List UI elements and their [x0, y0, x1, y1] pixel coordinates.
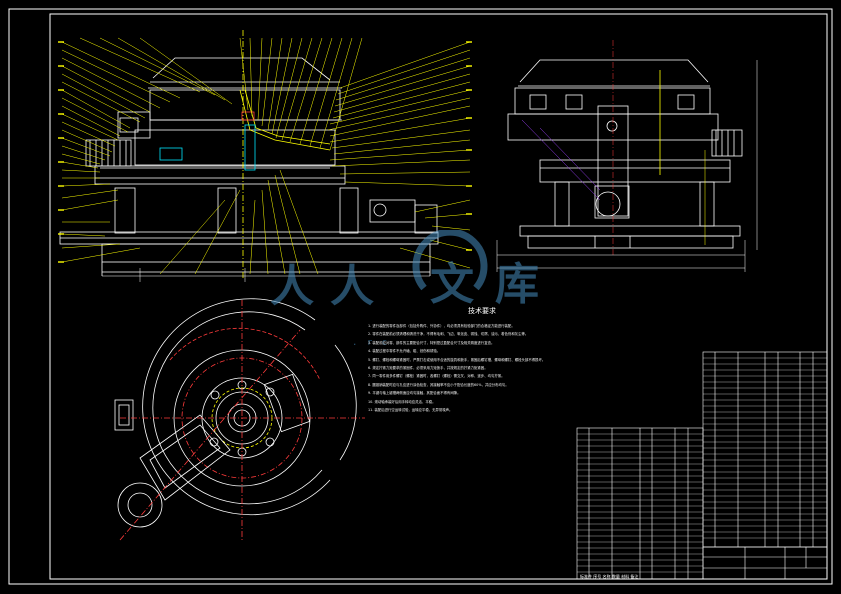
requirement-item: 8. 圆锥销装配时应与孔应进行涂色检查，其接触率不应小于配合长度的60%，并应分…: [368, 382, 509, 387]
title-block: [702, 546, 828, 580]
requirement-item: 10. 滚动轴承装好后用手转动应灵活、平稳。: [368, 399, 436, 404]
technical-requirements-title: 技术要求: [468, 307, 496, 315]
sheet-inner-border: [49, 13, 828, 580]
watermark: 人 人 文 库: [270, 230, 560, 330]
requirement-item: 2. 零件在装配前必须清理和清洗干净，不得有毛刺、飞边、氧化皮、锈蚀、切屑、油污…: [368, 332, 529, 337]
table-footer-labels: 标准件 序号 名称 数量 材料 备注: [580, 574, 639, 579]
requirement-item: 7. 同一零件用多件螺钉（螺栓）紧固时，各螺钉（螺栓）需交叉、对称、逐步、均匀拧…: [368, 374, 505, 379]
front-section-core: [159, 30, 331, 280]
requirement-item: 1. 进行装配的零件及部件（包括外购件、外协件），均必须具有检验部门的合格证方能…: [368, 324, 515, 328]
watermark-char-2: 人: [330, 261, 374, 312]
technical-requirements-list: 1. 进行装配的零件及部件（包括外购件、外协件），均必须具有检验部门的合格证方能…: [368, 322, 690, 414]
requirement-item: 9. 平键与轴上键槽两侧面应均匀接触，其配合面不得有间隙。: [368, 391, 461, 396]
bom-table-left: [576, 427, 704, 580]
watermark-char-1: 人: [270, 261, 314, 312]
requirement-item: 4. 装配过程中零件不允许磕、碰、划伤和锈蚀。: [368, 349, 441, 354]
leader-lines-left: [61, 41, 241, 275]
watermark-char-4: 库: [495, 259, 539, 310]
leader-lines-top: [79, 37, 363, 151]
requirement-item: 6. 规定拧紧力矩要求的紧固件，必须采用力矩扳手，并按规定的拧紧力矩紧固。: [368, 366, 488, 371]
watermark-char-3: 文: [430, 259, 474, 310]
bom-table-right: [702, 351, 828, 548]
side-view: [507, 59, 743, 249]
leader-lines-right: [249, 41, 471, 275]
balloon-ticks: [58, 41, 472, 263]
plan-view: [114, 298, 365, 541]
requirement-item: 5. 螺钉、螺栓和螺母紧固时，严禁打击或使用不合适的旋具和扳手，紧固后螺钉槽、螺…: [368, 357, 546, 362]
bom-table-right-rows: [703, 357, 827, 539]
watermark-ring-icon: [412, 230, 488, 291]
sheet-outer-border: [8, 8, 833, 585]
requirement-item: 3. 装配前应对零、部件的主要配合尺寸，特别是过盈配合尺寸及相关精度进行复查。: [368, 340, 495, 345]
requirement-item: 11. 装配后进行空运转试验，运转应平稳，无异常噪声。: [368, 408, 453, 413]
side-view-guides: [496, 40, 758, 272]
bom-table-left-rows: [577, 433, 703, 573]
watermark-url: . r c: [352, 338, 390, 348]
dimension-lines-front: [102, 268, 430, 282]
